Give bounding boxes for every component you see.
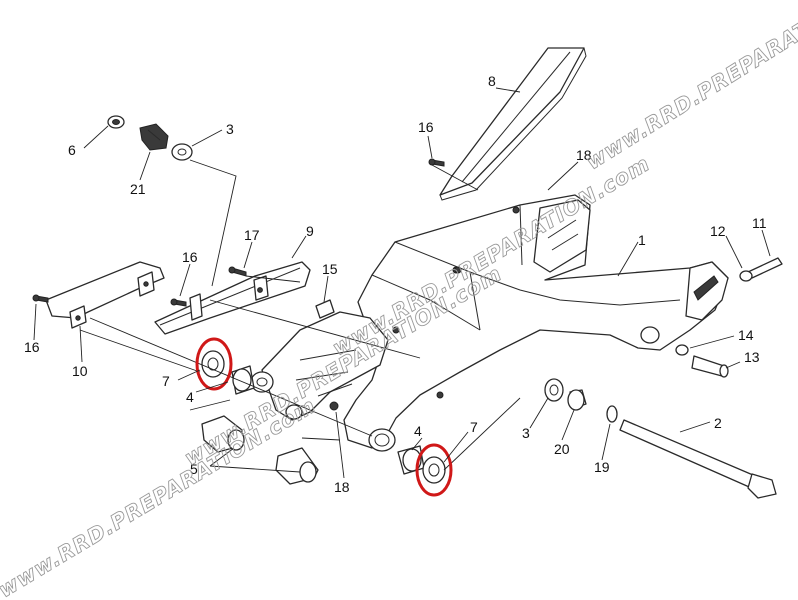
callout-8: 8 <box>488 73 496 89</box>
callout-11: 11 <box>752 215 767 231</box>
part-9-chain-slider <box>154 261 311 335</box>
callout-10: 10 <box>72 363 88 379</box>
callout-5: 5 <box>190 461 198 477</box>
callout-4-right: 4 <box>414 423 422 439</box>
part-10-plate <box>45 261 165 329</box>
callout-leaders <box>33 87 771 479</box>
callout-9: 9 <box>306 223 314 239</box>
callout-7-left: 7 <box>162 373 170 389</box>
callout-2: 2 <box>714 415 722 431</box>
callout-12: 12 <box>710 223 726 239</box>
callout-16-left: 16 <box>24 339 40 355</box>
callout-7-right: 7 <box>470 419 478 435</box>
callout-20: 20 <box>554 441 570 457</box>
highlight-circle-left <box>195 337 233 391</box>
callout-13: 13 <box>744 349 760 365</box>
link-bracket <box>250 311 389 421</box>
callout-17: 17 <box>244 227 260 243</box>
small-fasteners <box>32 158 783 411</box>
callout-1: 1 <box>638 232 646 248</box>
highlight-circle-right <box>415 443 453 497</box>
callout-16-top: 16 <box>418 119 434 135</box>
callout-18-bottom: 18 <box>334 479 350 495</box>
callout-21: 21 <box>130 181 146 197</box>
callout-14: 14 <box>738 327 754 343</box>
highlight-markers <box>195 337 453 497</box>
watermark-top-right: www.RRD.PREPARATION.com <box>582 0 798 174</box>
callout-18-top: 18 <box>576 147 592 163</box>
bushings <box>201 350 446 485</box>
callout-16-mid: 16 <box>182 249 198 265</box>
callout-3-top: 3 <box>226 121 234 137</box>
callout-4-left: 4 <box>186 389 194 405</box>
callout-labels: 1 2 3 3 4 4 5 6 7 7 8 9 10 11 12 13 14 1… <box>24 73 767 495</box>
part-8-chain-guide <box>439 47 587 201</box>
watermark-bottom-left: www.RRD.PREPARATION.com <box>0 393 320 600</box>
assembly-guide-lines <box>79 159 521 471</box>
pivot-shaft-parts <box>544 378 777 499</box>
callout-15: 15 <box>322 261 338 277</box>
callout-19: 19 <box>594 459 610 475</box>
callout-3-bottom: 3 <box>522 425 530 441</box>
callout-6: 6 <box>68 142 76 158</box>
parts-6-21-3 <box>107 115 193 161</box>
